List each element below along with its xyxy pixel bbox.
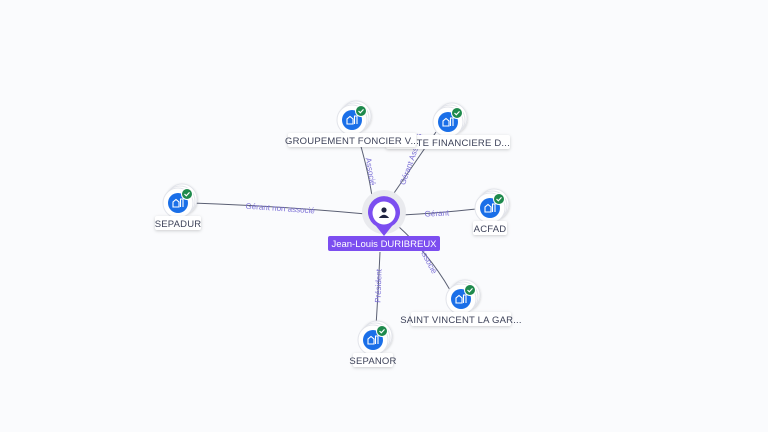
company-node-groupement[interactable]: GROUPEMENT FONCIER V... [285,100,419,147]
company-name: GROUPEMENT FONCIER V... [285,136,419,147]
company-node-financiere[interactable]: SOCIETE FINANCIERE D... [386,102,510,149]
verified-check-icon [181,188,193,200]
company-node-sepanor[interactable]: SEPANOR [349,320,396,367]
company-building-icon [442,117,454,127]
company-building-icon [172,198,184,208]
company-name: SOCIETE FINANCIERE D... [386,138,510,149]
company-building-icon [455,294,467,304]
verified-check-icon [493,193,505,205]
company-node-acfad[interactable]: ACFAD [473,188,510,235]
edge-acfad [401,208,477,216]
company-building-icon [346,115,358,125]
verified-check-icon [451,107,463,119]
company-node-sepadur[interactable]: SEPADUR [155,183,202,230]
edge-label-sepanor: Président [373,268,383,303]
edge-label-sepadur: Gérant non associé [245,202,315,216]
edge-label-acfad: Gérant [424,208,450,218]
edge-sepanor [375,251,381,327]
person-name: Jean-Louis DURIBREUX [331,239,437,250]
company-node-saintvincent[interactable]: SAINT VINCENT LA GAR... [400,279,522,326]
verified-check-icon [464,284,476,296]
edge-label-groupement: Associé [364,157,378,187]
verified-check-icon [355,105,367,117]
company-name: ACFAD [474,224,507,235]
company-name: SEPANOR [349,356,396,367]
company-name: SAINT VINCENT LA GAR... [400,315,521,326]
verified-check-icon [376,325,388,337]
edge-saintvincent [397,225,451,291]
company-building-icon [484,203,496,213]
person-icon [378,207,390,218]
company-building-icon [367,335,379,345]
person-node[interactable]: Jean-Louis DURIBREUX [328,190,440,251]
edge-sepadur [191,202,367,215]
company-name: SEPADUR [155,219,202,230]
